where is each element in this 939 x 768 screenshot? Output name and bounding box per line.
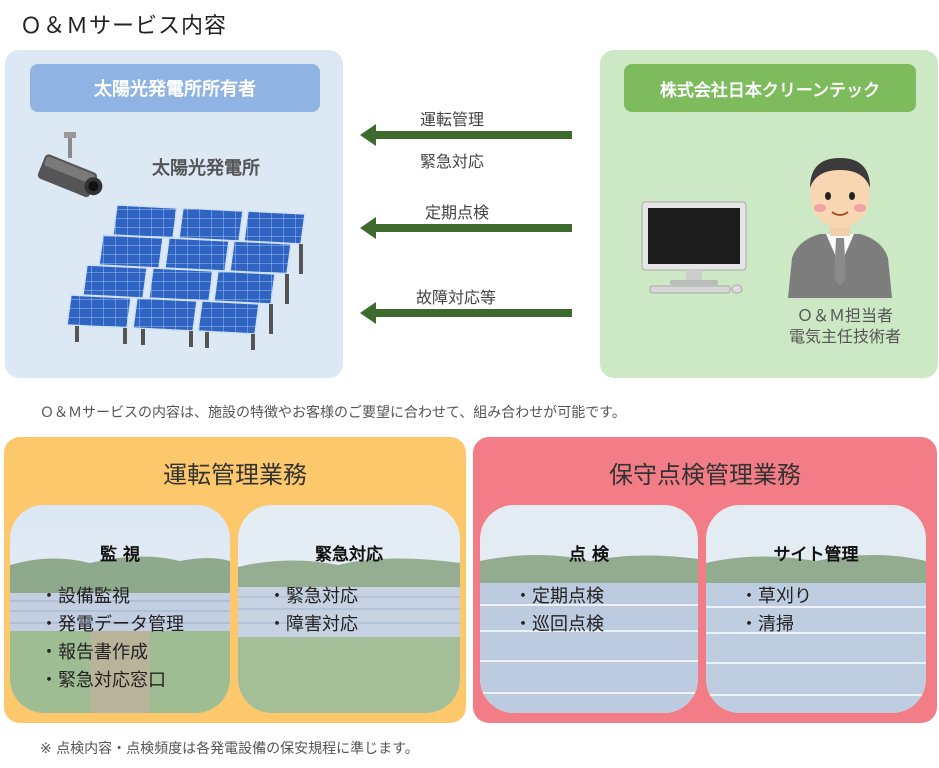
maintenance-section-title: 保守点検管理業務 bbox=[609, 461, 801, 489]
monitoring-card bbox=[10, 505, 230, 713]
emergency-list: ・緊急対応 ・障害対応 bbox=[268, 583, 358, 639]
list-item: ・障害対応 bbox=[268, 614, 358, 635]
monitor-icon bbox=[641, 201, 747, 294]
solar-field-photo bbox=[706, 505, 926, 713]
list-item: ・発電データ管理 bbox=[40, 614, 184, 635]
company-header: 株式会社日本クリーンテック bbox=[624, 64, 916, 112]
combination-note: Ｏ＆Ｍサービスの内容は、施設の特徴やお客様のご要望に合わせて、組み合わせが可能で… bbox=[40, 405, 626, 421]
list-item: ・報告書作成 bbox=[40, 642, 148, 663]
arrow-left-icon bbox=[360, 124, 572, 146]
list-item: ・緊急対応 bbox=[268, 586, 358, 607]
arrow-label-operation: 運転管理 bbox=[420, 110, 485, 129]
arrow-left-icon bbox=[360, 217, 572, 239]
list-item: ・清掃 bbox=[740, 614, 794, 635]
monitoring-list: ・設備監視 ・発電データ管理 ・報告書作成 ・緊急対応窓口 bbox=[40, 583, 184, 695]
inspection-card bbox=[480, 505, 698, 713]
arrow-label-fault: 故障対応等 bbox=[416, 288, 497, 307]
staff-role: Ｏ＆Ｍ担当者 bbox=[796, 306, 893, 325]
list-item: ・定期点検 bbox=[514, 586, 604, 607]
footnote: ※ 点検内容・点検頻度は各発電設備の保安規程に準じます。 bbox=[40, 741, 419, 757]
emergency-card bbox=[238, 505, 460, 713]
inspection-heading: 点 検 bbox=[569, 545, 609, 565]
arrow-label-inspection: 定期点検 bbox=[425, 203, 490, 222]
list-item: ・緊急対応窓口 bbox=[40, 670, 166, 691]
solar-field-photo bbox=[480, 505, 698, 713]
site-management-heading: サイト管理 bbox=[773, 545, 859, 565]
plant-label: 太陽光発電所 bbox=[152, 158, 260, 179]
solar-field-photo bbox=[238, 505, 460, 713]
operation-section-title: 運転管理業務 bbox=[163, 461, 307, 489]
emergency-heading: 緊急対応 bbox=[315, 545, 383, 565]
owner-header: 太陽光発電所所有者 bbox=[30, 64, 320, 112]
solar-field-photo bbox=[10, 505, 230, 713]
staff-title: 電気主任技術者 bbox=[788, 327, 901, 346]
page-title: Ｏ＆Ｍサービス内容 bbox=[20, 14, 228, 39]
person-icon bbox=[788, 158, 892, 298]
list-item: ・草刈り bbox=[740, 586, 812, 607]
staff-label: Ｏ＆Ｍ担当者 電気主任技術者 bbox=[770, 305, 920, 347]
monitoring-heading: 監 視 bbox=[100, 545, 140, 565]
list-item: ・設備監視 bbox=[40, 586, 130, 607]
inspection-list: ・定期点検 ・巡回点検 bbox=[514, 583, 604, 639]
solar-panel-icon bbox=[66, 204, 306, 350]
site-management-list: ・草刈り ・清掃 bbox=[740, 583, 812, 639]
camera-icon bbox=[37, 132, 103, 198]
site-management-card bbox=[706, 505, 926, 713]
list-item: ・巡回点検 bbox=[514, 614, 604, 635]
arrow-label-emergency: 緊急対応 bbox=[420, 152, 485, 171]
arrow-left-icon bbox=[360, 302, 572, 324]
